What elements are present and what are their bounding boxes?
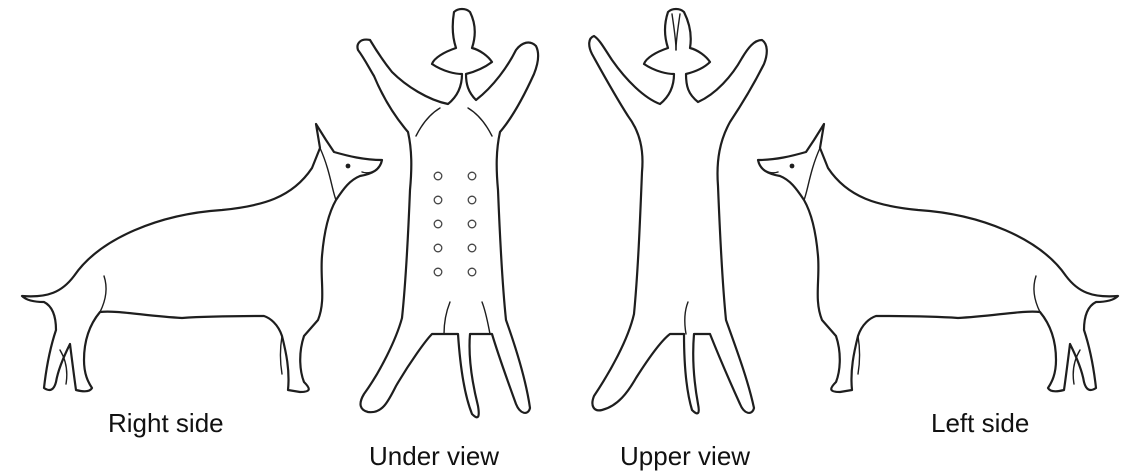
dog-under-view-outline <box>340 0 540 430</box>
label-right-side: Right side <box>108 410 224 436</box>
dog-right-side-outline <box>0 0 390 420</box>
dog-left-side-outline <box>750 0 1140 420</box>
label-left-side: Left side <box>931 410 1029 436</box>
label-upper-view: Upper view <box>620 443 750 469</box>
label-under-view: Under view <box>369 443 499 469</box>
